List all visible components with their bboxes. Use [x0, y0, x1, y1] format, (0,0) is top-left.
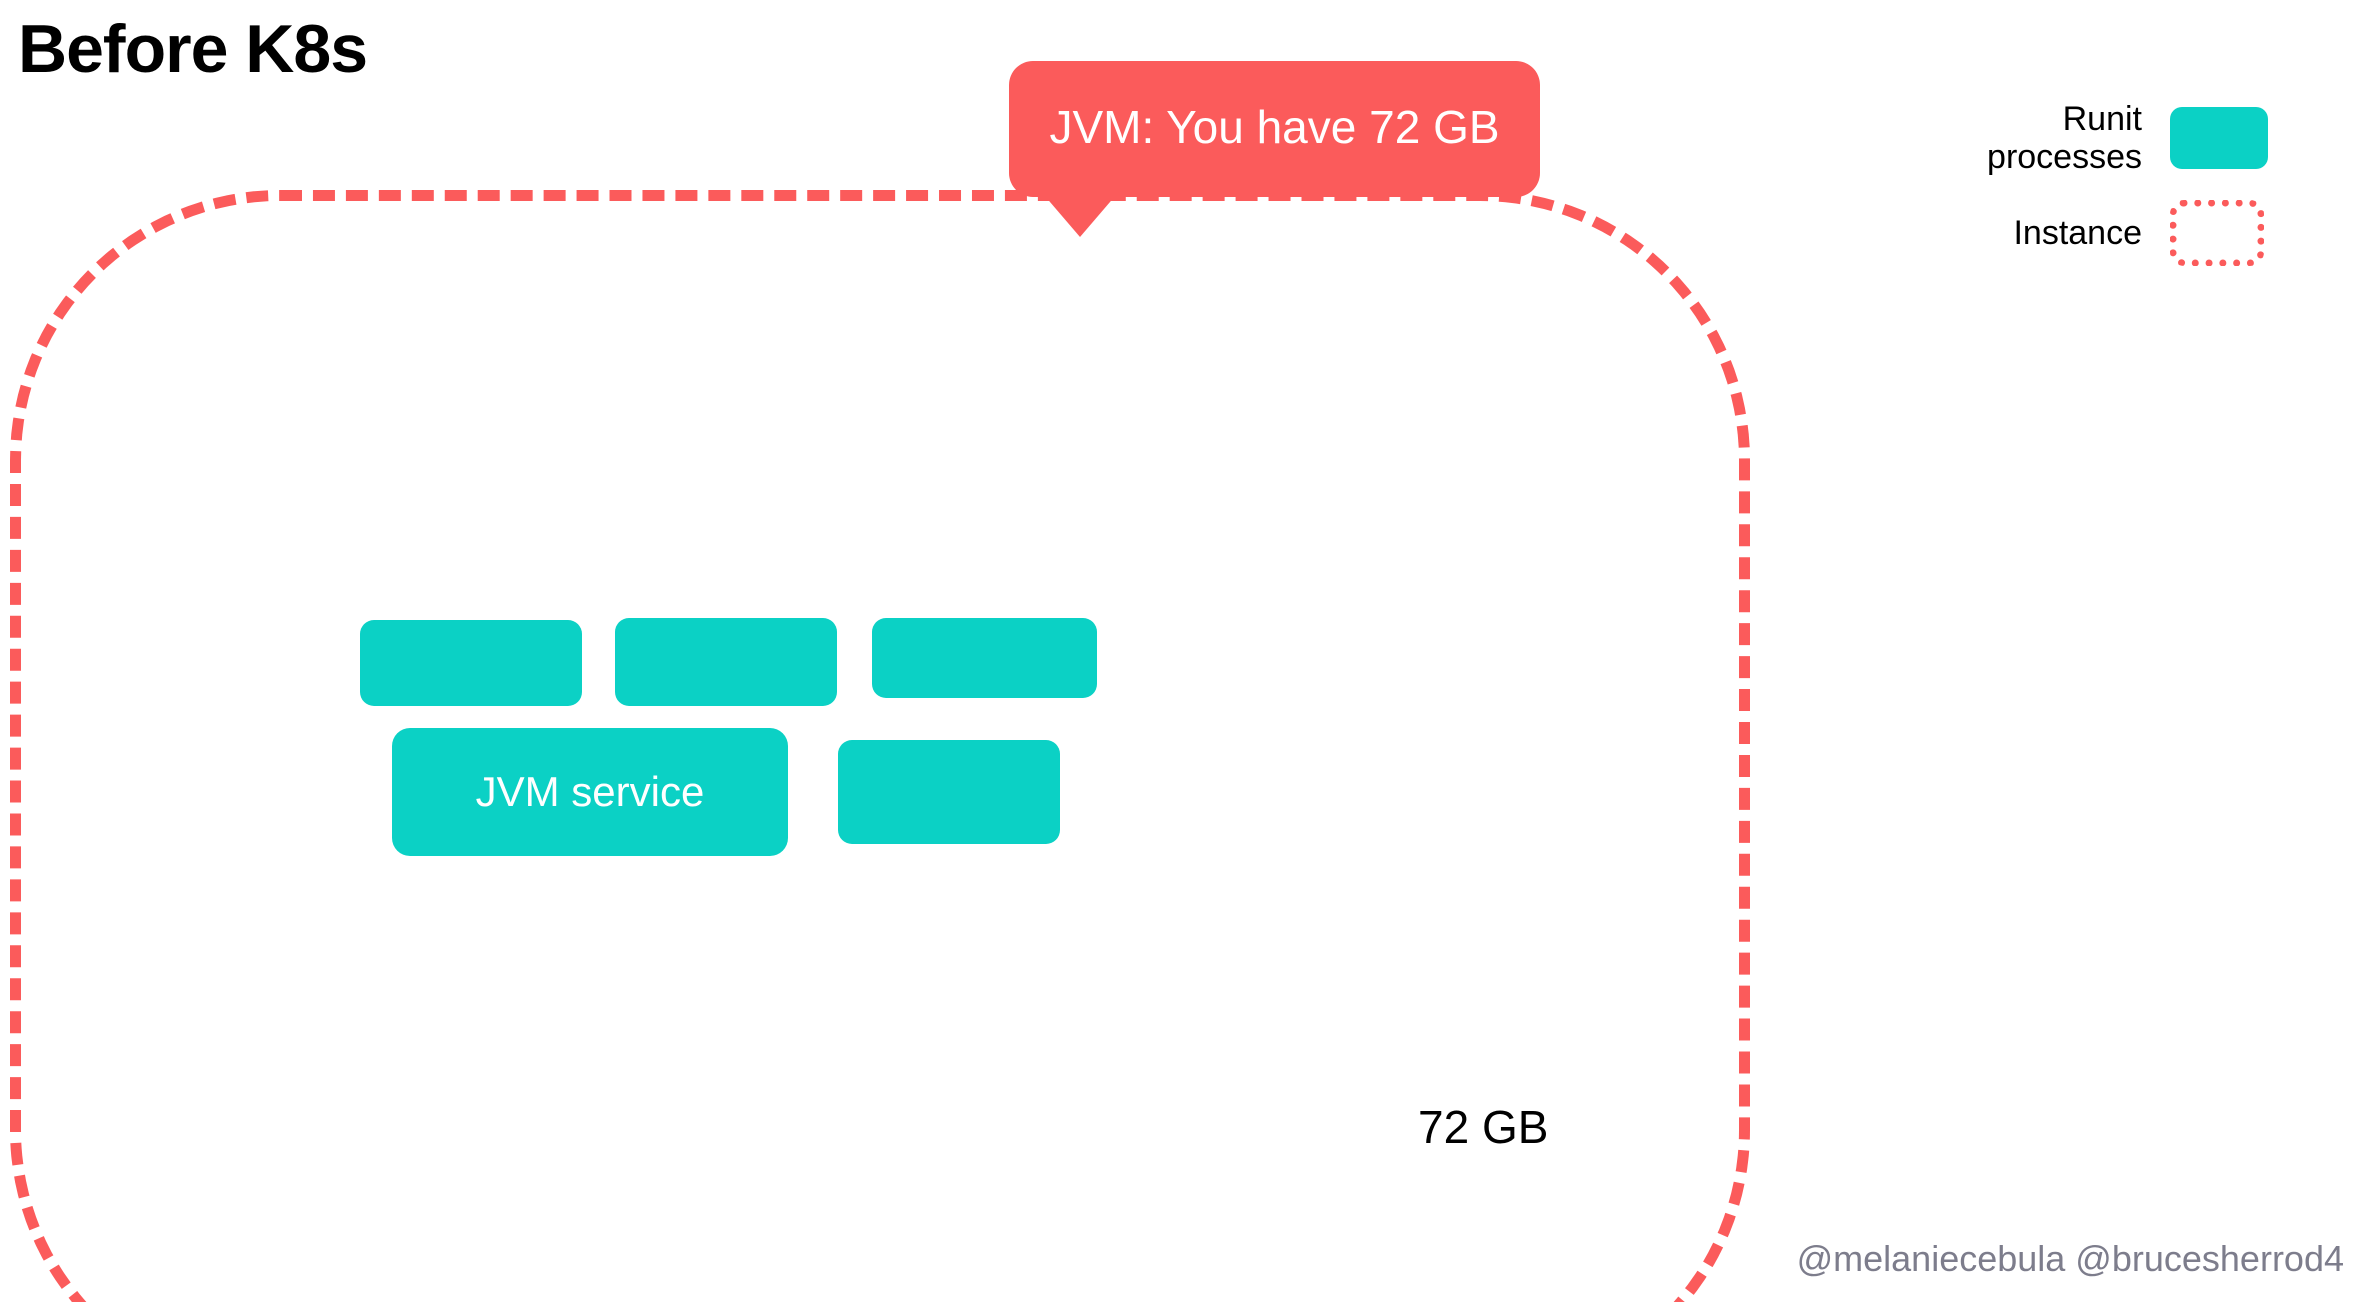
speech-bubble-tail-icon [1044, 195, 1116, 237]
instance-capacity-label: 72 GB [1418, 1101, 1549, 1153]
jvm-speech-bubble-text: JVM: You have 72 GB [1049, 101, 1500, 153]
legend-swatch-runit-processes [2170, 107, 2268, 170]
instance-boundary [10, 190, 1750, 1302]
footer-social-handles: @melaniecebula @brucesherrod4 [1796, 1238, 2344, 1279]
page-title: Before K8s [18, 11, 368, 87]
runit-process-box [360, 620, 582, 706]
legend-label-instance: Instance [2013, 213, 2142, 252]
legend-item-instance: Instance [1940, 200, 2264, 266]
jvm-service-label: JVM service [475, 768, 705, 815]
runit-process-box [872, 618, 1097, 698]
legend-label-runit-line1: Runit [2062, 100, 2142, 138]
runit-process-box [838, 740, 1060, 844]
runit-process-box [615, 618, 837, 706]
legend-label-runit-line2: processes [1987, 138, 2142, 177]
jvm-speech-bubble: JVM: You have 72 GB [1009, 61, 1540, 197]
runit-process-box-jvm-service: JVM service [392, 728, 788, 856]
legend-swatch-instance [2170, 200, 2264, 266]
